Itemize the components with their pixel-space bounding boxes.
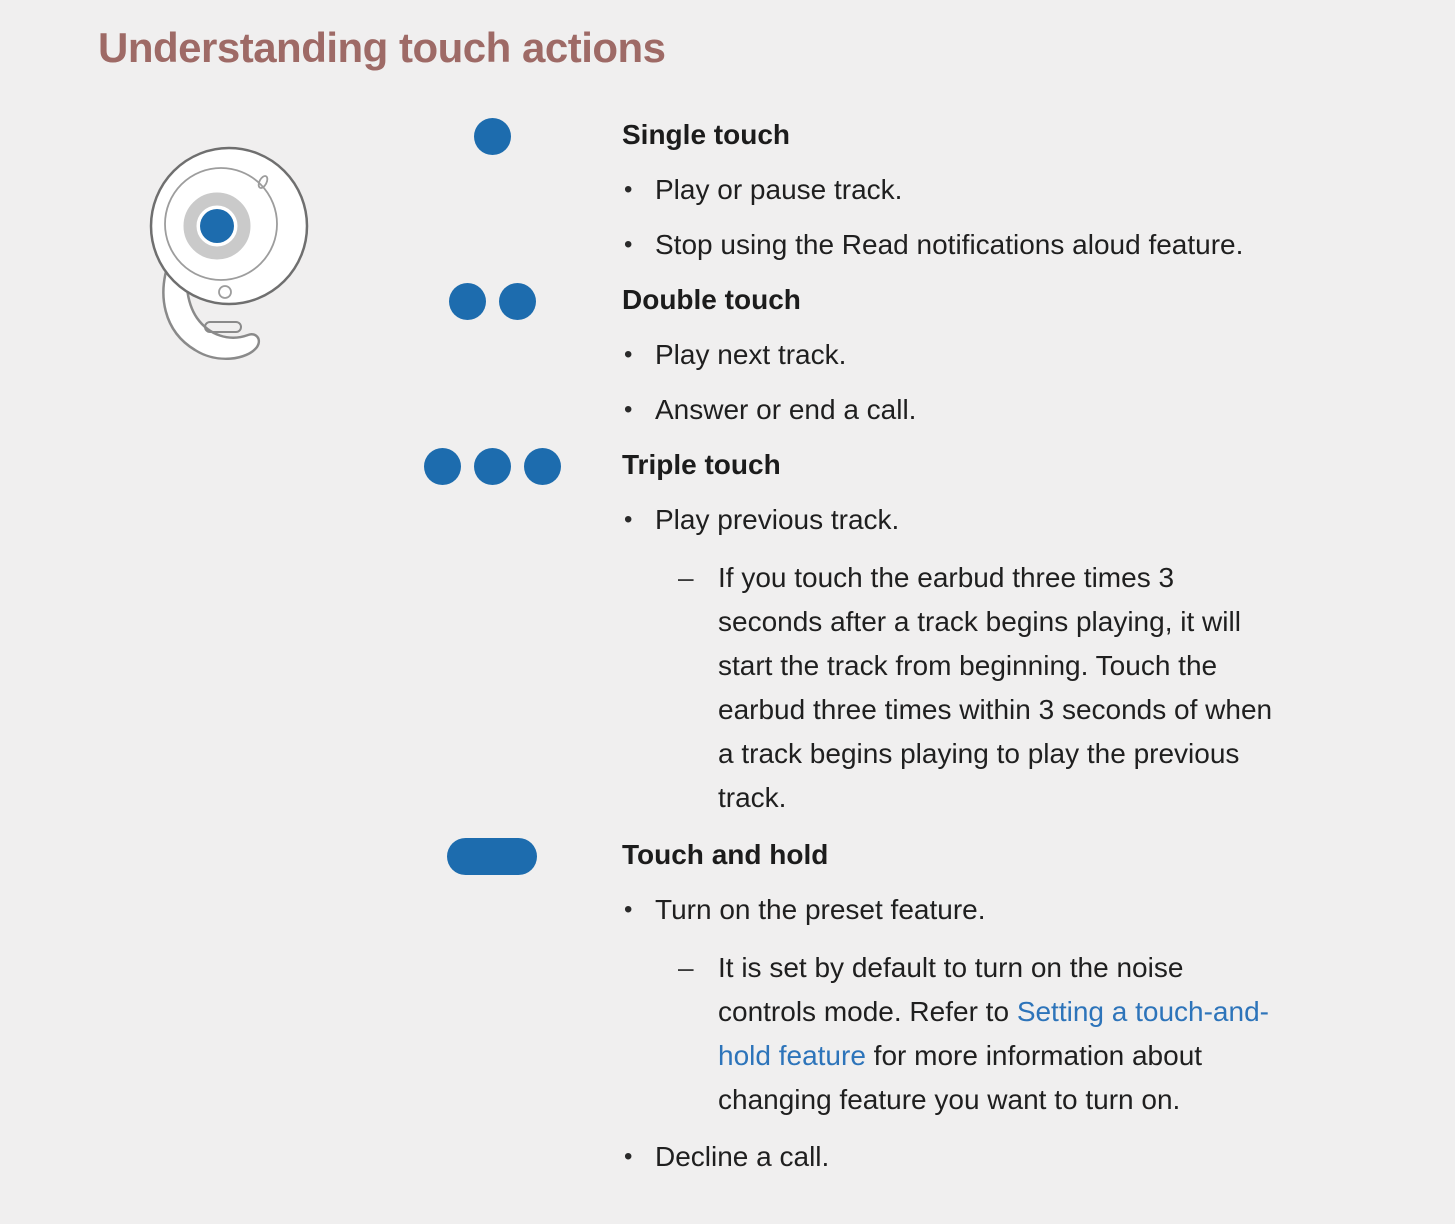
touch-dot-icon bbox=[498, 283, 536, 320]
touch-actions-list: Single touch Play or pause track. Stop u… bbox=[422, 116, 1455, 1193]
touch-dot-icon bbox=[423, 448, 461, 485]
touch-action-double-touch: Double touch Play next track. Answer or … bbox=[422, 281, 1455, 446]
single-touch-dot-icon bbox=[422, 116, 562, 155]
bullet-text: Stop using the Read notifications aloud … bbox=[655, 229, 1244, 260]
earbud-touchpad-ring bbox=[183, 192, 251, 260]
earbud-mic-hole bbox=[218, 285, 232, 299]
note-text: for more information about changing feat… bbox=[718, 1040, 1203, 1115]
touch-action-triple-touch: Triple touch Play previous track. If you… bbox=[422, 446, 1455, 836]
earbud-touch-point-icon bbox=[200, 209, 234, 243]
touch-hold-pill-icon bbox=[422, 836, 562, 875]
bullet-text: Turn on the preset feature. bbox=[655, 894, 986, 925]
triple-touch-dots-icon bbox=[422, 446, 562, 485]
manual-page: Understanding touch actions Single touch… bbox=[0, 24, 1455, 1193]
action-label: Single touch bbox=[622, 119, 790, 150]
earbud-contact-bar bbox=[204, 321, 242, 333]
touch-dot-icon bbox=[473, 118, 511, 155]
bullet-text: Play or pause track. bbox=[655, 174, 903, 205]
note-text: If you touch the earbud three times 3 se… bbox=[718, 562, 1273, 813]
touch-dot-icon bbox=[448, 283, 486, 320]
touch-hold-icon bbox=[447, 838, 537, 875]
action-label: Double touch bbox=[622, 284, 801, 315]
page-title: Understanding touch actions bbox=[98, 24, 666, 71]
action-label: Triple touch bbox=[622, 449, 781, 480]
bullet-item: Stop using the Read notifications aloud … bbox=[622, 226, 1455, 264]
bullet-item: Play previous track. bbox=[622, 501, 1455, 539]
earbud-wing-shape bbox=[162, 255, 261, 361]
bullet-item: Turn on the preset feature. bbox=[622, 891, 1455, 929]
sub-note: If you touch the earbud three times 3 se… bbox=[678, 556, 1278, 820]
bullet-item: Answer or end a call. bbox=[622, 391, 1455, 429]
sub-note: It is set by default to turn on the nois… bbox=[678, 946, 1278, 1122]
bullet-text: Play next track. bbox=[655, 339, 847, 370]
bullet-text: Answer or end a call. bbox=[655, 394, 917, 425]
touch-action-touch-and-hold: Touch and hold Turn on the preset featur… bbox=[422, 836, 1455, 1193]
double-touch-dots-icon bbox=[422, 281, 562, 320]
touch-dot-icon bbox=[523, 448, 561, 485]
earbud-sensor-mark bbox=[257, 175, 269, 189]
bullet-item: Play next track. bbox=[622, 336, 1455, 374]
note-text: It is set by default to turn on the nois… bbox=[718, 952, 1184, 1027]
touch-dot-icon bbox=[473, 448, 511, 485]
action-label: Touch and hold bbox=[622, 839, 829, 870]
bullet-item: Decline a call. bbox=[622, 1138, 1455, 1176]
earbud-inner-ring bbox=[164, 167, 278, 281]
bullet-item: Play or pause track. bbox=[622, 171, 1455, 209]
bullet-text: Play previous track. bbox=[655, 504, 900, 535]
setting-touch-and-hold-link[interactable]: Setting a touch-and-hold feature bbox=[718, 996, 1269, 1071]
earbud-illustration bbox=[149, 146, 309, 361]
touch-action-single-touch: Single touch Play or pause track. Stop u… bbox=[422, 116, 1455, 281]
bullet-text: Decline a call. bbox=[655, 1141, 830, 1172]
